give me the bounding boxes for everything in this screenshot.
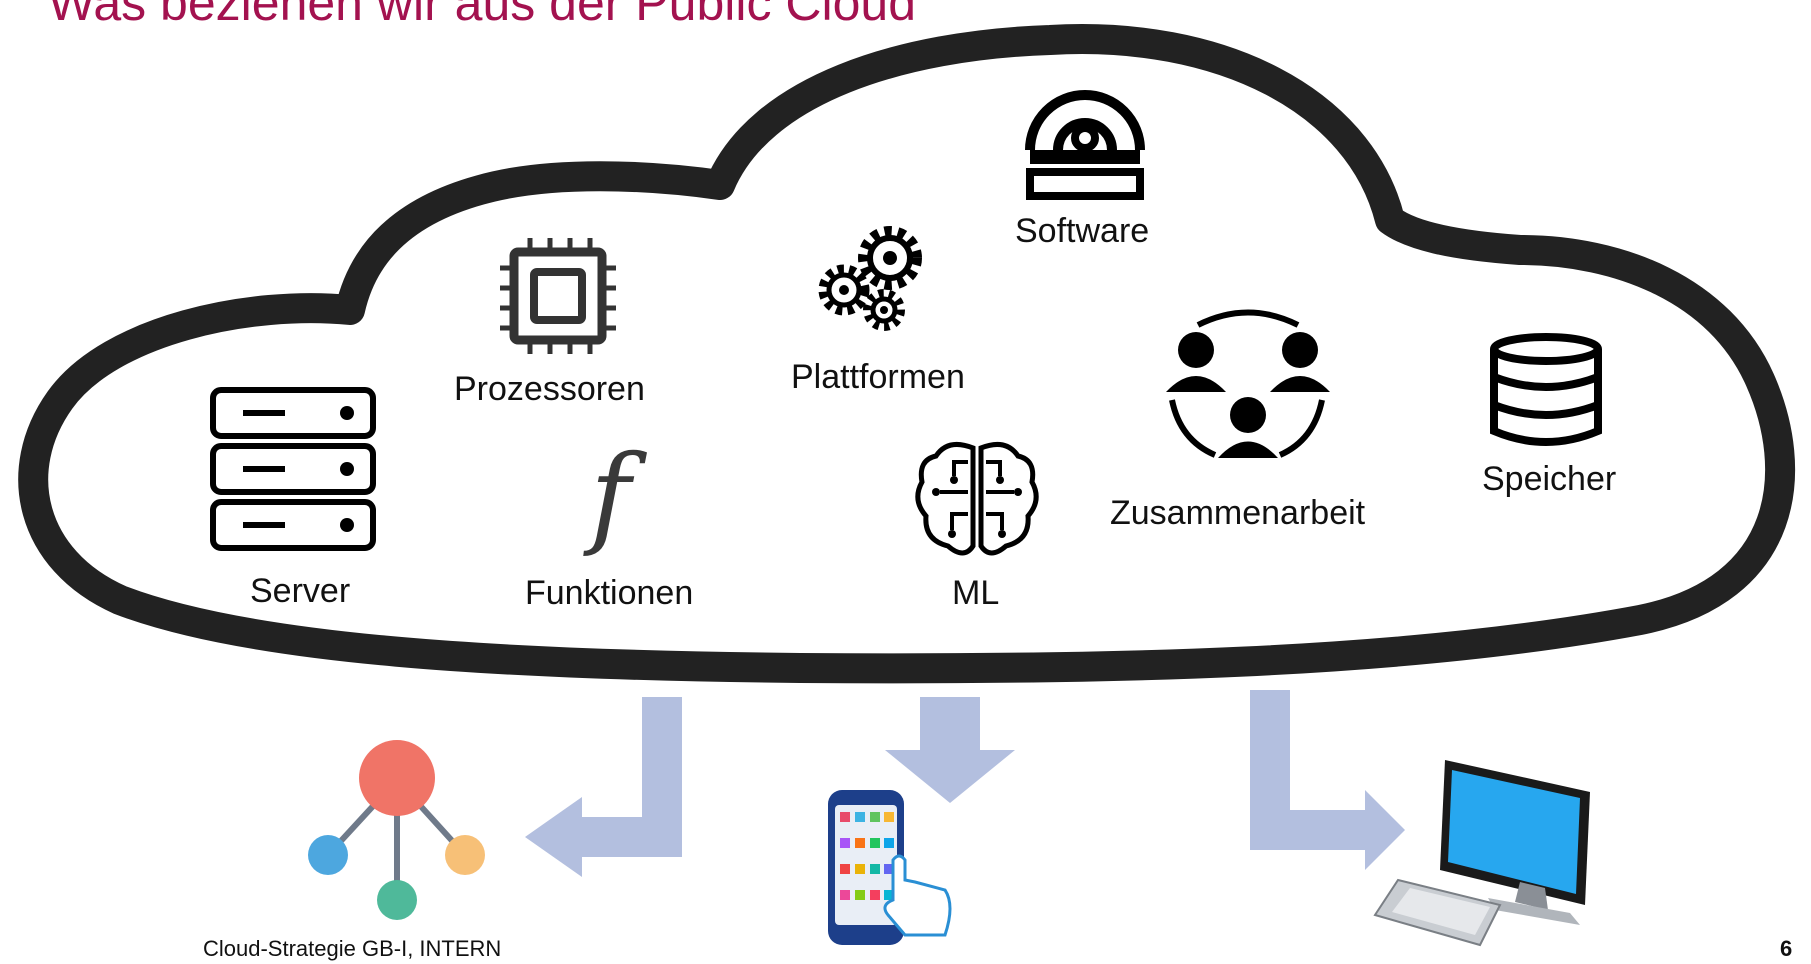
- desktop-computer-icon: [1373, 760, 1590, 947]
- function-icon: f: [590, 431, 631, 559]
- label-software: Software: [1015, 212, 1150, 250]
- software-disc-icon: [1025, 90, 1145, 200]
- footer-text: Cloud-Strategie GB-I, INTERN: [203, 936, 502, 961]
- label-zusammenarbeit: Zusammenarbeit: [1110, 494, 1366, 532]
- label-ml: ML: [952, 574, 1000, 612]
- processor-chip-icon: [500, 238, 616, 354]
- arrow-down-right: [1250, 690, 1405, 870]
- label-prozessoren: Prozessoren: [454, 370, 645, 408]
- cloud-outline: [18, 24, 1796, 684]
- label-server: Server: [250, 572, 351, 610]
- arrow-down: [885, 697, 1015, 803]
- smartphone-icon: [828, 790, 952, 945]
- page-number: 6: [1780, 936, 1793, 961]
- collaboration-people-icon: [1166, 309, 1330, 458]
- network-nodes-icon: [308, 740, 485, 920]
- label-funktionen: Funktionen: [525, 574, 694, 612]
- slide-title: Was beziehen wir aus der Public Cloud: [48, 0, 917, 31]
- arrow-left-down: [525, 697, 682, 877]
- label-plattformen: Plattformen: [791, 358, 965, 396]
- server-rack-icon: [210, 387, 376, 551]
- label-speicher: Speicher: [1482, 460, 1617, 498]
- brain-circuit-icon: [915, 441, 1039, 556]
- database-icon: [1490, 333, 1602, 446]
- gears-icon: [818, 226, 922, 331]
